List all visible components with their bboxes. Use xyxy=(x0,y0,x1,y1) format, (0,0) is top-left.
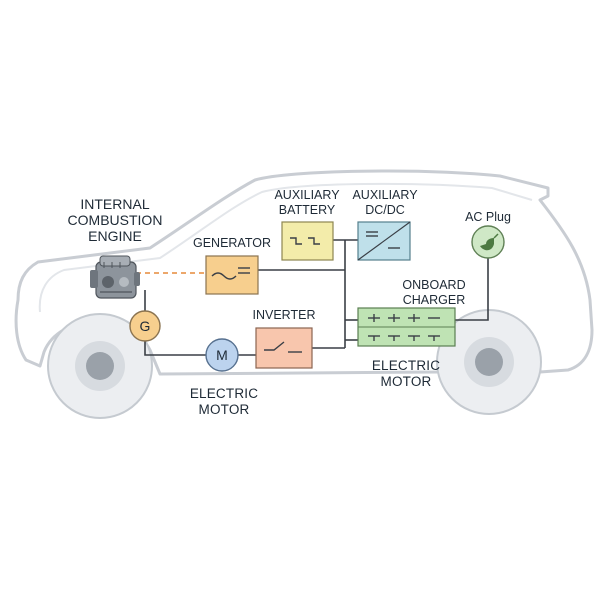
aux-battery-label-line1: AUXILIARY xyxy=(274,188,340,202)
car-body-inner-line xyxy=(38,182,533,313)
electric-motor-right-label: ELECTRIC MOTOR xyxy=(366,358,446,390)
generator-symbol-circle: G xyxy=(129,310,161,342)
generator-symbol-text: G xyxy=(140,318,151,334)
engine-icon xyxy=(90,255,140,299)
ice-label-line2: COMBUSTION xyxy=(67,212,163,228)
onboard-charger-label: ONBOARD CHARGER xyxy=(394,278,474,308)
aux-battery-label-line2: BATTERY xyxy=(278,203,336,217)
auxiliary-battery-label: AUXILIARY BATTERY xyxy=(270,188,344,218)
auxiliary-dcdc-box xyxy=(357,221,411,261)
ac-plug-icon xyxy=(471,225,505,259)
generator-box xyxy=(205,255,259,295)
wiring xyxy=(144,239,489,356)
ice-label-line1: INTERNAL xyxy=(80,196,150,212)
onboard-charger-label-line1: ONBOARD xyxy=(402,278,466,292)
auxiliary-battery-box xyxy=(281,221,334,261)
onboard-charger-label-line2: CHARGER xyxy=(402,293,466,307)
rear-wheel xyxy=(436,309,542,415)
electric-motor-left-label: ELECTRIC MOTOR xyxy=(184,386,264,418)
motor-symbol-circle: M xyxy=(205,338,239,372)
electric-motor-left-line1: ELECTRIC xyxy=(189,386,259,401)
inverter-box xyxy=(255,327,313,369)
motor-symbol-text: M xyxy=(216,347,228,363)
electric-motor-right-line2: MOTOR xyxy=(380,374,432,389)
ac-plug-label: AC Plug xyxy=(465,210,511,224)
auxiliary-dcdc-label: AUXILIARY DC/DC xyxy=(348,188,422,218)
front-wheel xyxy=(47,313,153,419)
internal-combustion-engine-label: INTERNAL COMBUSTION ENGINE xyxy=(62,196,168,244)
aux-dcdc-label-line1: AUXILIARY xyxy=(352,188,418,202)
aux-dcdc-label-line2: DC/DC xyxy=(365,203,405,217)
inverter-label: INVERTER xyxy=(252,308,316,322)
electric-motor-right-line1: ELECTRIC xyxy=(371,358,441,373)
electric-motor-left-line2: MOTOR xyxy=(198,402,250,417)
generator-label: GENERATOR xyxy=(192,236,272,250)
onboard-charger-box xyxy=(357,307,456,347)
ice-label-line3: ENGINE xyxy=(88,228,142,244)
